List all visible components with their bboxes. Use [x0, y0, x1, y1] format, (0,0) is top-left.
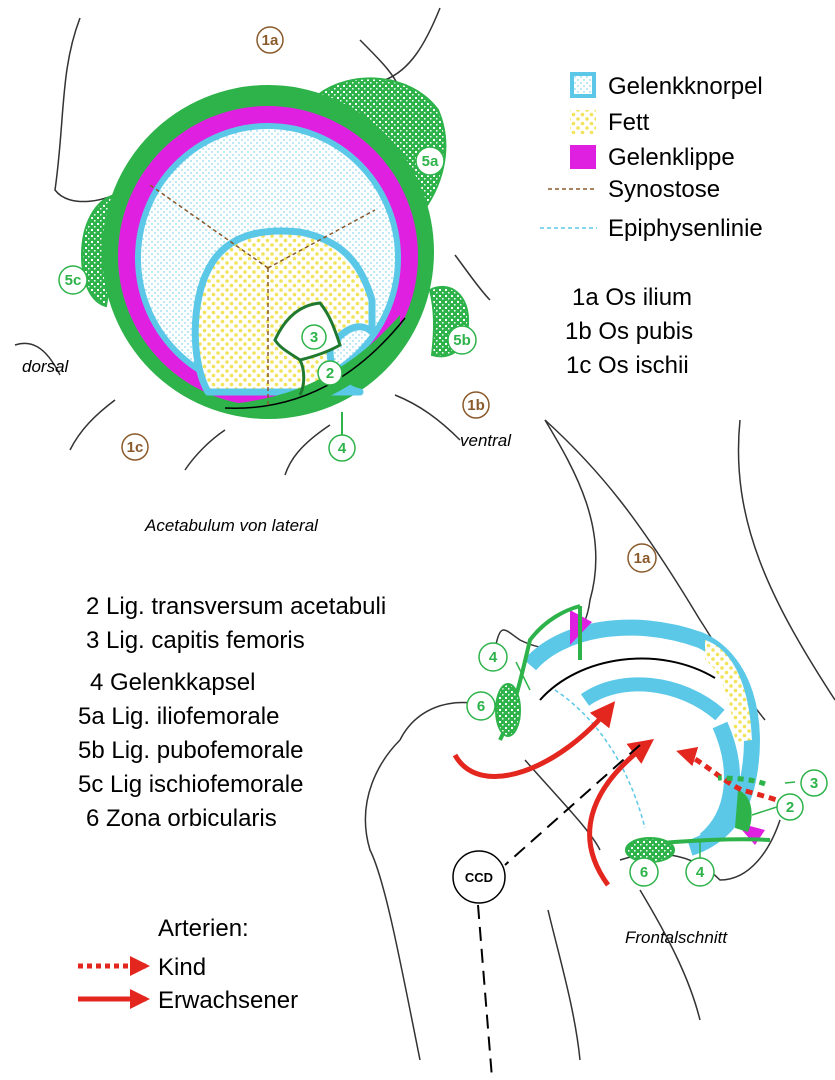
lig-list-3: 3 Lig. capitis femoris	[86, 627, 305, 654]
ligament-list: 2 Lig. transversum acetabuli 3 Lig. capi…	[78, 593, 386, 832]
marker-6-frontal-lower: 6	[630, 858, 658, 886]
svg-text:3: 3	[810, 775, 818, 792]
marker-1a-frontal: 1a	[628, 544, 656, 572]
frontal-bone-outlines	[365, 420, 835, 1060]
lig-list-2: 2 Lig. transversum acetabuli	[86, 593, 386, 620]
marker-4-frontal-upper: 4	[479, 643, 507, 671]
svg-text:2: 2	[326, 365, 334, 382]
frontal-zona-orbicularis-upper	[496, 684, 520, 736]
frontal-ccd-axis-shaft	[478, 905, 492, 1078]
legend-item-labrum: Gelenklippe	[570, 144, 735, 171]
artery-child-label: Kind	[158, 954, 206, 981]
svg-text:CCD: CCD	[465, 870, 493, 885]
artery-legend-title: Arterien:	[158, 915, 249, 942]
svg-text:Gelenklippe: Gelenklippe	[608, 144, 735, 171]
svg-text:Fett: Fett	[608, 109, 650, 136]
svg-text:6: 6	[477, 698, 485, 715]
marker-5b: 5b	[448, 326, 476, 354]
svg-text:5c: 5c	[65, 272, 82, 289]
frontal-leader-3	[785, 782, 795, 783]
svg-text:1c: 1c	[127, 439, 144, 456]
frontal-ccd-axis-neck	[505, 745, 640, 865]
legend-item-fat: Fett	[570, 109, 650, 136]
legend-item-synostosis: Synostose	[548, 176, 720, 203]
svg-text:1b: 1b	[467, 397, 485, 414]
svg-text:4: 4	[696, 864, 705, 881]
svg-text:Synostose: Synostose	[608, 176, 720, 203]
svg-text:4: 4	[338, 440, 347, 457]
lig-list-5c: 5c Lig ischiofemorale	[78, 771, 303, 798]
caption-frontal-section: Frontalschnitt	[625, 928, 728, 947]
legend-item-epiphysis: Epiphysenlinie	[540, 215, 763, 242]
svg-text:2: 2	[786, 799, 794, 816]
marker-4-frontal-lower: 4	[686, 858, 714, 886]
svg-text:6: 6	[640, 864, 648, 881]
caption-ventral: ventral	[460, 431, 512, 450]
caption-dorsal: dorsal	[22, 357, 70, 376]
svg-text:5a: 5a	[422, 153, 439, 170]
bone-ilium: 1a Os ilium	[572, 284, 692, 311]
svg-text:1a: 1a	[634, 550, 651, 567]
marker-1c: 1c	[122, 434, 148, 460]
frontal-ccd-marker: CCD	[453, 851, 505, 903]
marker-6-frontal-upper: 6	[467, 692, 495, 720]
bone-ischii: 1c Os ischii	[566, 352, 689, 379]
lig-list-5a: 5a Lig. iliofemorale	[78, 703, 279, 730]
marker-2-top: 2	[318, 361, 342, 385]
svg-text:Epiphysenlinie: Epiphysenlinie	[608, 215, 763, 242]
svg-text:5b: 5b	[453, 332, 471, 349]
bone-list: 1a Os ilium 1b Os pubis 1c Os ischii	[565, 284, 693, 379]
marker-5a: 5a	[416, 147, 444, 175]
marker-5c: 5c	[59, 266, 87, 294]
artery-legend: Arterien: Kind Erwachsener	[78, 915, 298, 1014]
svg-text:Gelenkknorpel: Gelenkknorpel	[608, 73, 763, 100]
lig-list-5b: 5b Lig. pubofemorale	[78, 737, 304, 764]
svg-text:3: 3	[310, 329, 318, 346]
lig-list-4: 4 Gelenkkapsel	[90, 669, 255, 696]
marker-4-top: 4	[329, 435, 355, 461]
svg-text:4: 4	[489, 649, 498, 666]
bone-pubis: 1b Os pubis	[565, 318, 693, 345]
marker-3-frontal: 3	[801, 770, 827, 796]
marker-1b: 1b	[463, 392, 489, 418]
caption-lateral-view: Acetabulum von lateral	[144, 516, 319, 535]
legend-item-cartilage: Gelenkknorpel	[572, 73, 763, 100]
marker-1a-top: 1a	[257, 27, 283, 53]
marker-3-top: 3	[302, 325, 326, 349]
artery-adult-label: Erwachsener	[158, 987, 298, 1014]
marker-2-frontal: 2	[777, 794, 803, 820]
legend: Gelenkknorpel Fett Gelenklippe Synostose…	[540, 73, 763, 242]
svg-text:1a: 1a	[262, 32, 279, 49]
frontal-zona-orbicularis-lower	[626, 838, 674, 862]
lig-list-6: 6 Zona orbicularis	[86, 805, 277, 832]
